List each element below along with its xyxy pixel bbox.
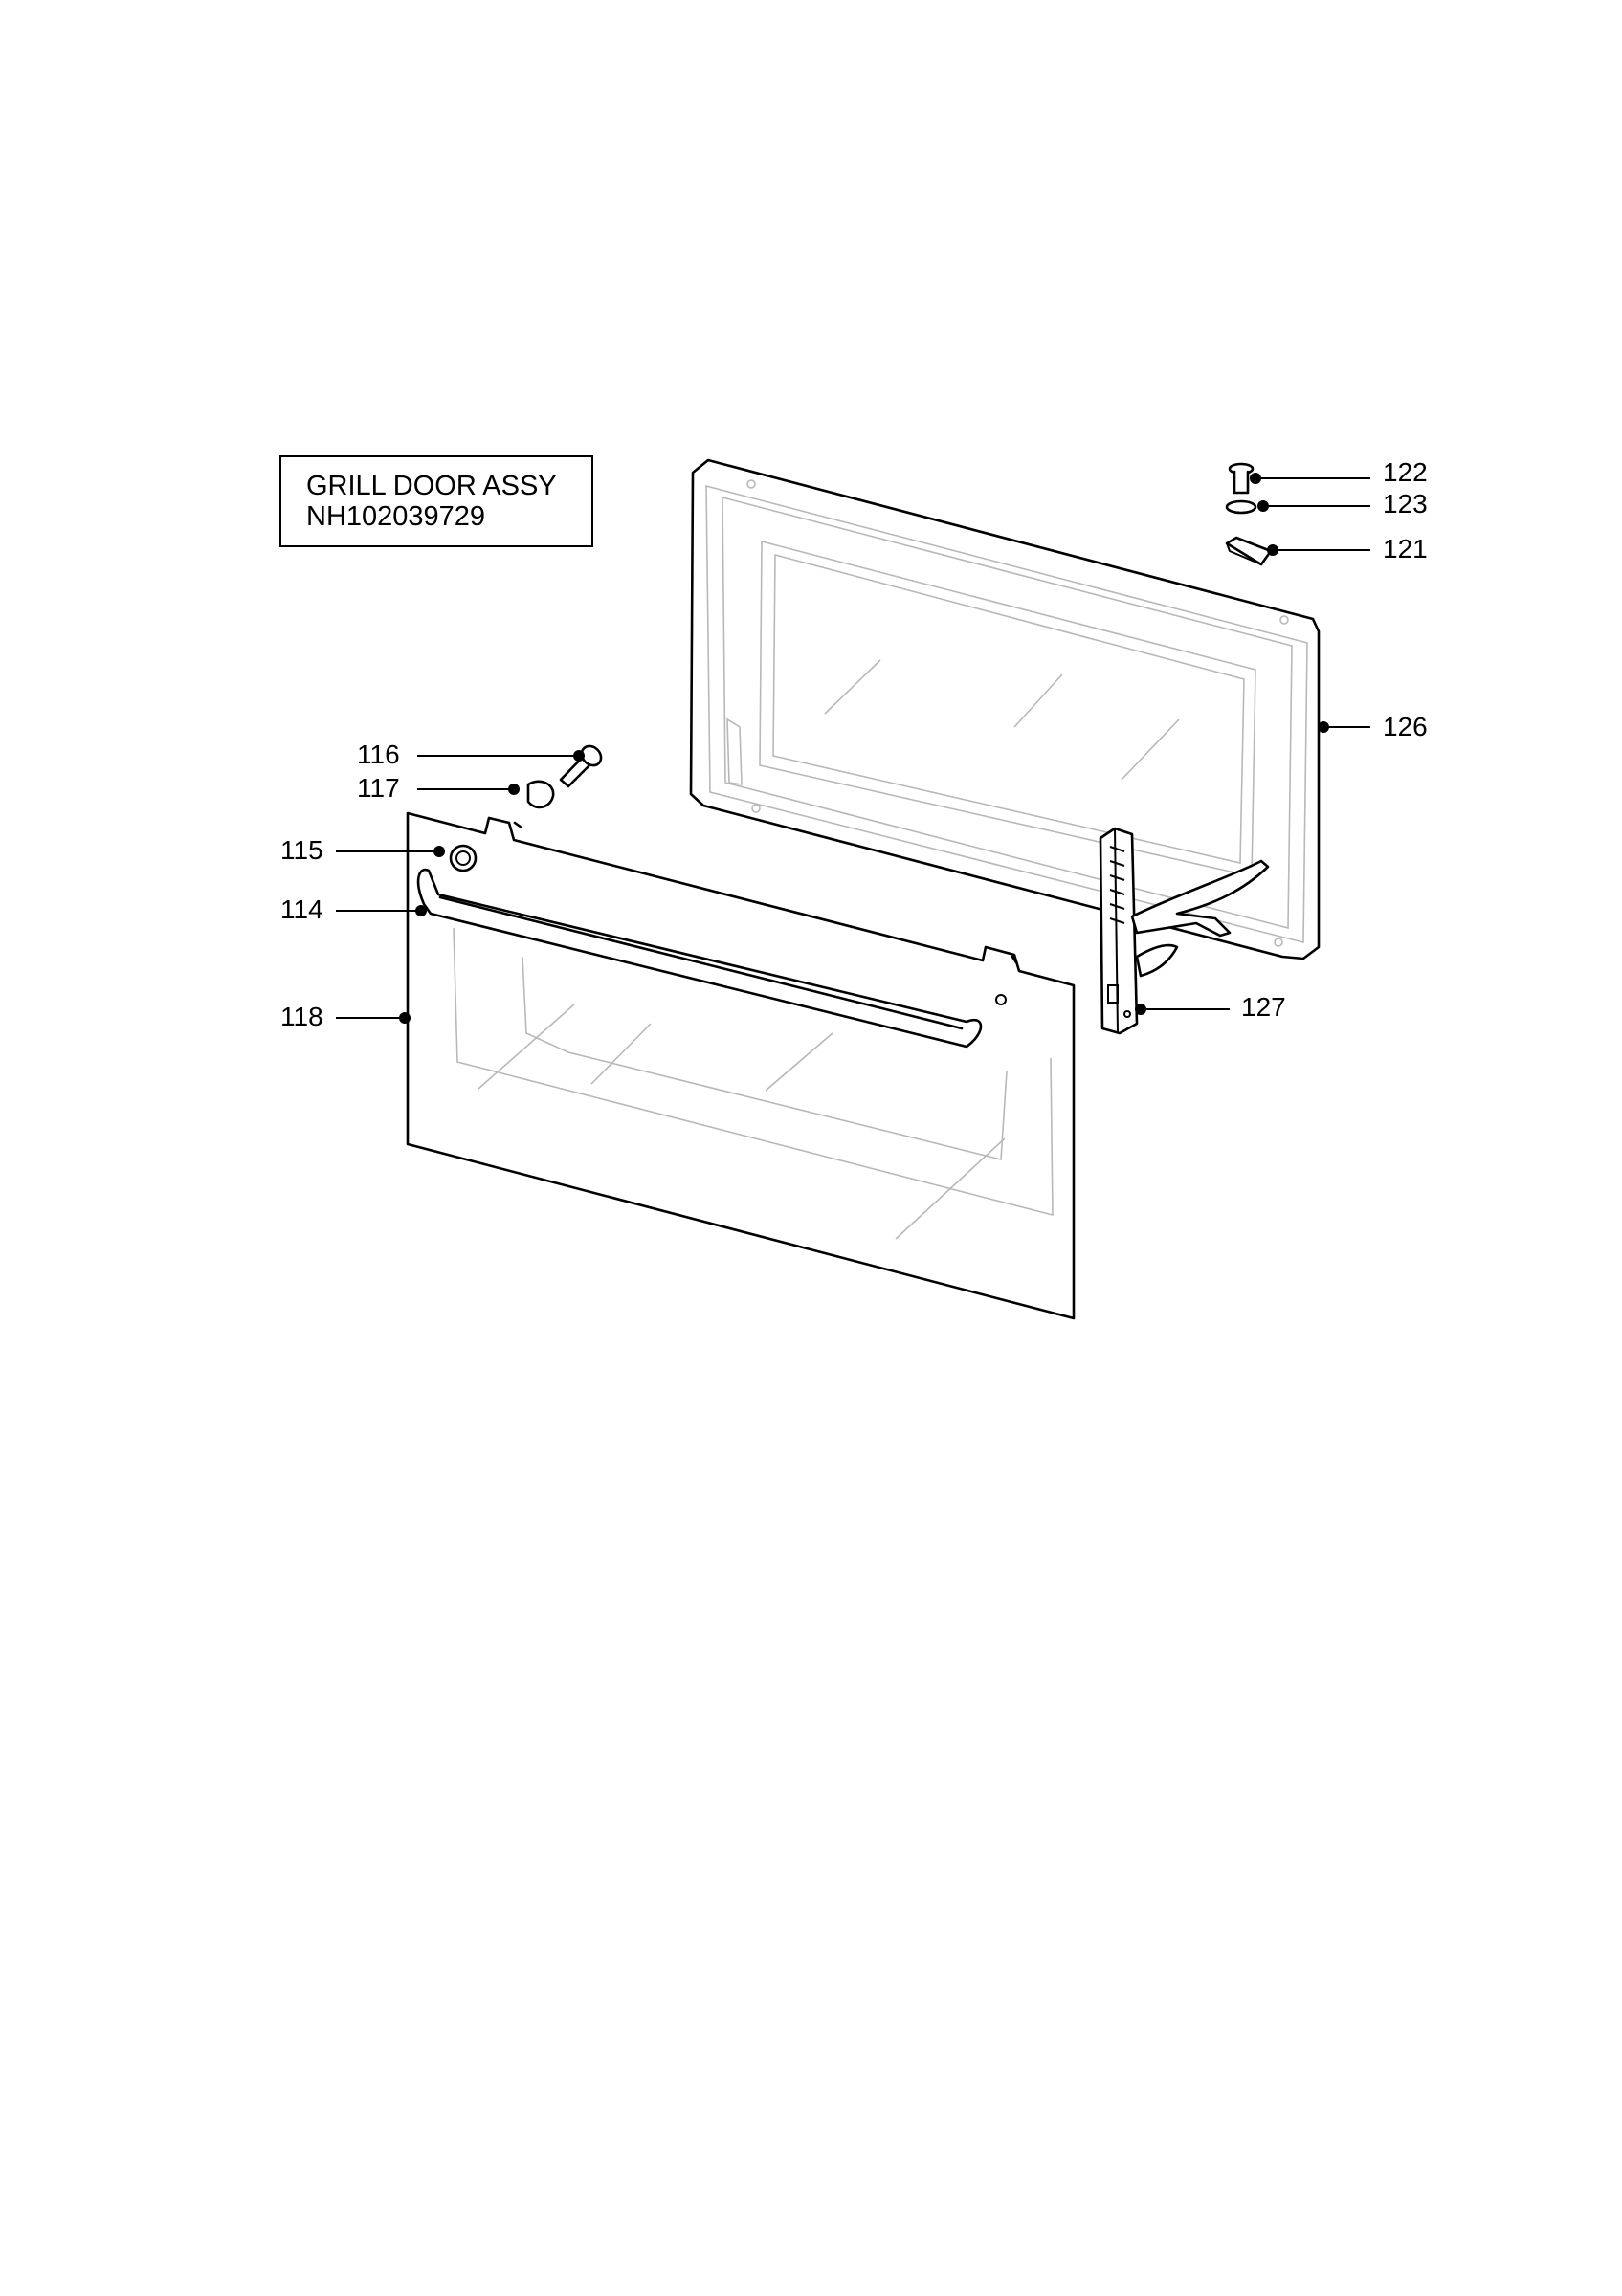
washer-123 bbox=[1225, 499, 1257, 515]
handle-114 bbox=[416, 868, 983, 1049]
screw-116 bbox=[559, 744, 603, 788]
callout-123: 123 bbox=[1383, 489, 1428, 519]
fixing-clip-121 bbox=[1225, 536, 1273, 566]
callout-114: 114 bbox=[280, 894, 323, 924]
callout-121: 121 bbox=[1383, 534, 1428, 563]
callout-127: 127 bbox=[1241, 992, 1286, 1022]
callout-117: 117 bbox=[357, 773, 400, 803]
outer-door-panel-118 bbox=[406, 811, 1076, 1320]
callout-116: 116 bbox=[357, 740, 400, 769]
assembly-title-box: GRILL DOOR ASSY NH102039729 bbox=[279, 455, 593, 547]
callout-122: 122 bbox=[1383, 457, 1428, 487]
spacer-117 bbox=[526, 780, 555, 809]
assembly-part-number: NH102039729 bbox=[306, 501, 486, 532]
screw-122 bbox=[1228, 462, 1255, 495]
callout-118: 118 bbox=[280, 1002, 323, 1031]
assembly-name: GRILL DOOR ASSY bbox=[306, 471, 557, 501]
callout-126: 126 bbox=[1383, 712, 1428, 741]
callout-115: 115 bbox=[280, 835, 323, 865]
leader-lines bbox=[336, 473, 1370, 1024]
hinge-127 bbox=[1099, 827, 1270, 1035]
badge-115 bbox=[449, 844, 478, 872]
